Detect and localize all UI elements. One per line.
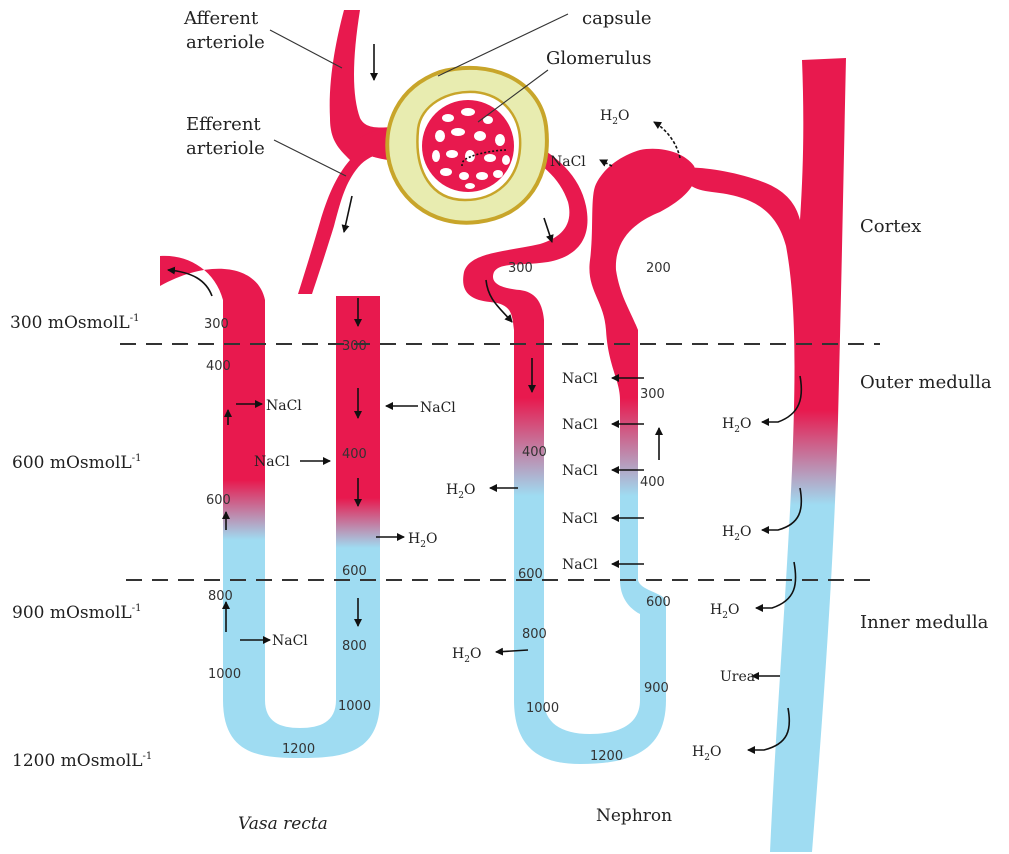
water-label: H2O	[722, 524, 751, 543]
water-label: H2O	[408, 531, 437, 550]
nacl-label: NaCl	[420, 400, 456, 416]
glomerulus-label: Glomerulus	[546, 48, 651, 69]
outer-medulla-label: Outer medulla	[860, 372, 992, 393]
nacl-label: NaCl	[266, 398, 302, 414]
capsule-label: capsule	[582, 8, 652, 29]
vasa-value: 1000	[338, 699, 371, 714]
water-label: H2O	[600, 108, 629, 127]
cortex-label: Cortex	[860, 216, 921, 237]
vasa-recta-label: Vasa recta	[238, 814, 328, 834]
vasa-value: 400	[206, 359, 231, 374]
osmolarity-600: 600 mOsmolL-1	[12, 453, 141, 473]
osmolarity-1200: 1200 mOsmolL-1	[12, 751, 152, 771]
nacl-label: NaCl	[562, 463, 598, 479]
vasa-value: 300	[342, 339, 367, 354]
vasa-value: 1200	[282, 742, 315, 757]
water-label: H2O	[692, 744, 721, 763]
urea-label: Urea	[720, 669, 755, 685]
nephron-value: 900	[644, 681, 669, 696]
nephron-value: 1200	[590, 749, 623, 764]
nephron-value: 600	[518, 567, 543, 582]
water-label: H2O	[446, 482, 475, 501]
nephron-value: 200	[646, 261, 671, 276]
vasa-value: 400	[342, 447, 367, 462]
nephron-tubule	[463, 140, 696, 764]
osmolarity-300: 300 mOsmolL-1	[10, 313, 139, 333]
collecting-duct	[683, 58, 846, 852]
nephron-value: 600	[646, 595, 671, 610]
efferent-label-line1: Efferent	[186, 114, 261, 135]
water-label: H2O	[722, 416, 751, 435]
nephron-loop-of-henle	[463, 140, 696, 764]
osmolarity-900: 900 mOsmolL-1	[12, 603, 141, 623]
nacl-label: NaCl	[272, 633, 308, 649]
vasa-value: 300	[204, 317, 229, 332]
nephron-label: Nephron	[596, 806, 672, 826]
nacl-out-dct	[600, 160, 612, 166]
bowmans-capsule	[387, 68, 547, 223]
nephron-value: 300	[508, 261, 533, 276]
nephron-value: 400	[522, 445, 547, 460]
collecting-duct-tube	[683, 58, 846, 852]
nacl-label: NaCl	[562, 557, 598, 573]
water-label: H2O	[452, 646, 481, 665]
nephron-value: 800	[522, 627, 547, 642]
nephron-value: 300	[640, 387, 665, 402]
nacl-label: NaCl	[254, 454, 290, 470]
inner-medulla-label: Inner medulla	[860, 612, 989, 633]
nacl-label: NaCl	[562, 417, 598, 433]
vasa-value: 600	[342, 564, 367, 579]
vasa-value: 800	[342, 639, 367, 654]
nacl-label: NaCl	[550, 154, 586, 170]
nephron-value: 400	[640, 475, 665, 490]
vasa-value: 600	[206, 493, 231, 508]
efferent-label-line2: arteriole	[186, 138, 265, 159]
osmolarity-scale: 300 mOsmolL-1 600 mOsmolL-1 900 mOsmolL-…	[10, 313, 152, 771]
afferent-label-line1: Afferent	[183, 8, 259, 29]
vasa-recta-loop	[160, 256, 380, 758]
afferent-label-line2: arteriole	[186, 32, 265, 53]
vasa-value: 1000	[208, 667, 241, 682]
nephron-value: 1000	[526, 701, 559, 716]
water-label: H2O	[710, 602, 739, 621]
nacl-label: NaCl	[562, 511, 598, 527]
vasa-value: 800	[208, 589, 233, 604]
nacl-label: NaCl	[562, 371, 598, 387]
